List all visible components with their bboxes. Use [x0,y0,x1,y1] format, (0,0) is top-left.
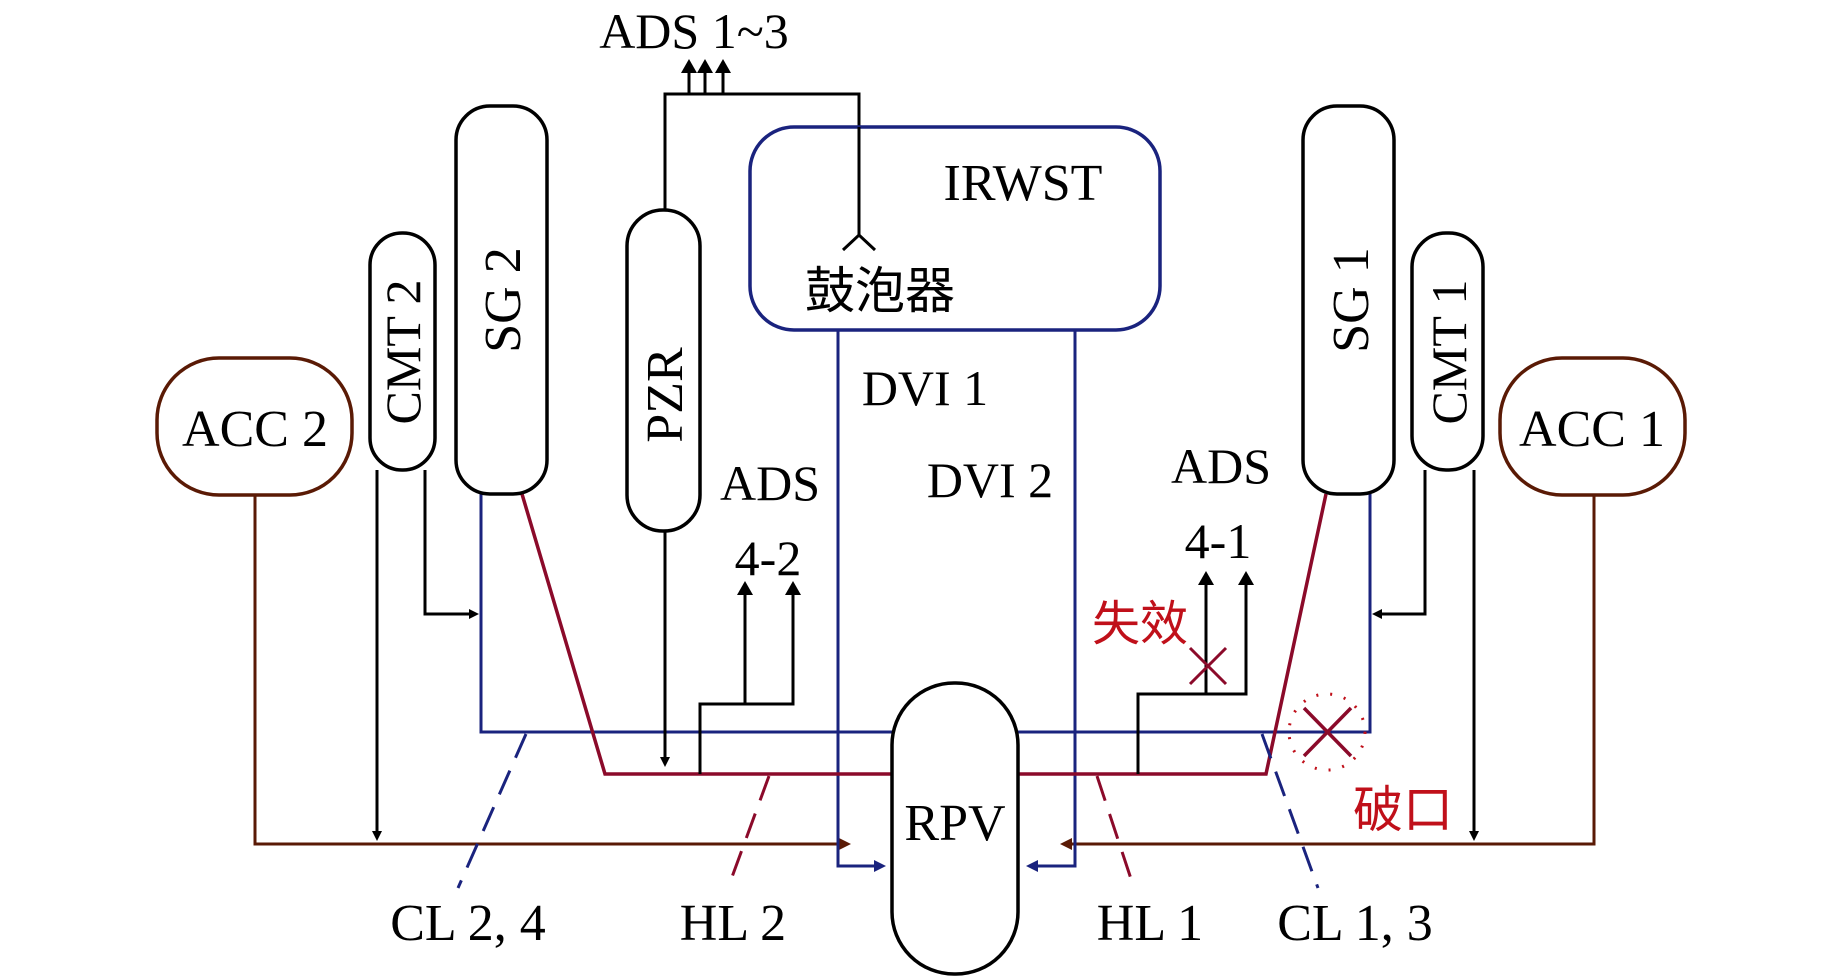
cmt1-box [1410,231,1485,472]
cl24-label: CL 2, 4 [390,895,546,952]
sg1-label: SG 1 [1323,247,1380,352]
dvi-lines [836,330,1077,872]
ads-1-3-label: ADS 1~3 [599,3,789,59]
cmt1-label: CMT 1 [1421,280,1477,425]
ads-4-2-label-top: ADS [720,455,820,511]
cold-leg-2 [479,494,892,734]
ads-4-1-a [1136,571,1254,774]
hl1-leader [1095,775,1136,889]
dvi2-label: DVI 2 [927,452,1053,508]
break-label: 破口 [1353,782,1453,838]
rpv-box [890,681,1020,976]
sg1-box [1301,104,1396,496]
rpv-label: RPV [904,795,1005,852]
ads-4-1-label-bottom: 4-1 [1185,513,1252,569]
acc1-injection-line [1060,495,1596,850]
hot-leg-2 [520,493,892,776]
acc2-box [155,356,354,497]
ads-4-1-lines [1136,571,1254,774]
cl24-leader [456,733,528,889]
acc1-box [1498,356,1687,497]
pzr-box [625,208,702,533]
cmt1-balance-line [1372,470,1427,619]
acc1-label: ACC 1 [1519,401,1665,458]
cmt-lines [372,470,1479,841]
cmt2-balance-line [423,470,479,619]
hl2-label: HL 2 [680,895,786,952]
acc-injection-lines [253,495,1596,850]
sg2-label: SG 2 [475,247,532,352]
cold-leg-1 [1018,494,1372,734]
ads-4-2-label-bottom: 4-2 [735,530,802,586]
failure-x-icon [1188,646,1228,686]
hot-legs [520,493,1328,776]
acc2-label: ACC 2 [182,401,328,458]
cold-legs [479,494,1372,734]
sparger-head-icon [841,232,877,252]
dvi1-line [836,330,886,872]
cl13-label: CL 1, 3 [1277,895,1433,952]
leader-lines [456,733,1320,889]
ads-4-2-lines [698,581,801,774]
hl2-leader [726,775,771,889]
ads-4-1-label-top: ADS [1171,438,1271,494]
sparger-label: 鼓泡器 [805,263,955,319]
irwst-label: IRWST [944,155,1103,212]
pzr-label: PZR [637,347,694,443]
failure-label: 失效 [1092,598,1188,651]
cl13-leader [1260,733,1320,889]
cmt2-label: CMT 2 [375,280,431,425]
irwst-box [748,125,1162,332]
acc2-injection-line [253,495,851,850]
dvi1-label: DVI 1 [862,360,988,416]
break-x-icon [1287,692,1367,772]
hot-leg-1 [1018,493,1328,776]
sg2-box [454,104,549,496]
dvi2-line [1026,330,1077,872]
cmt2-box [368,231,437,472]
hl1-label: HL 1 [1097,895,1203,952]
